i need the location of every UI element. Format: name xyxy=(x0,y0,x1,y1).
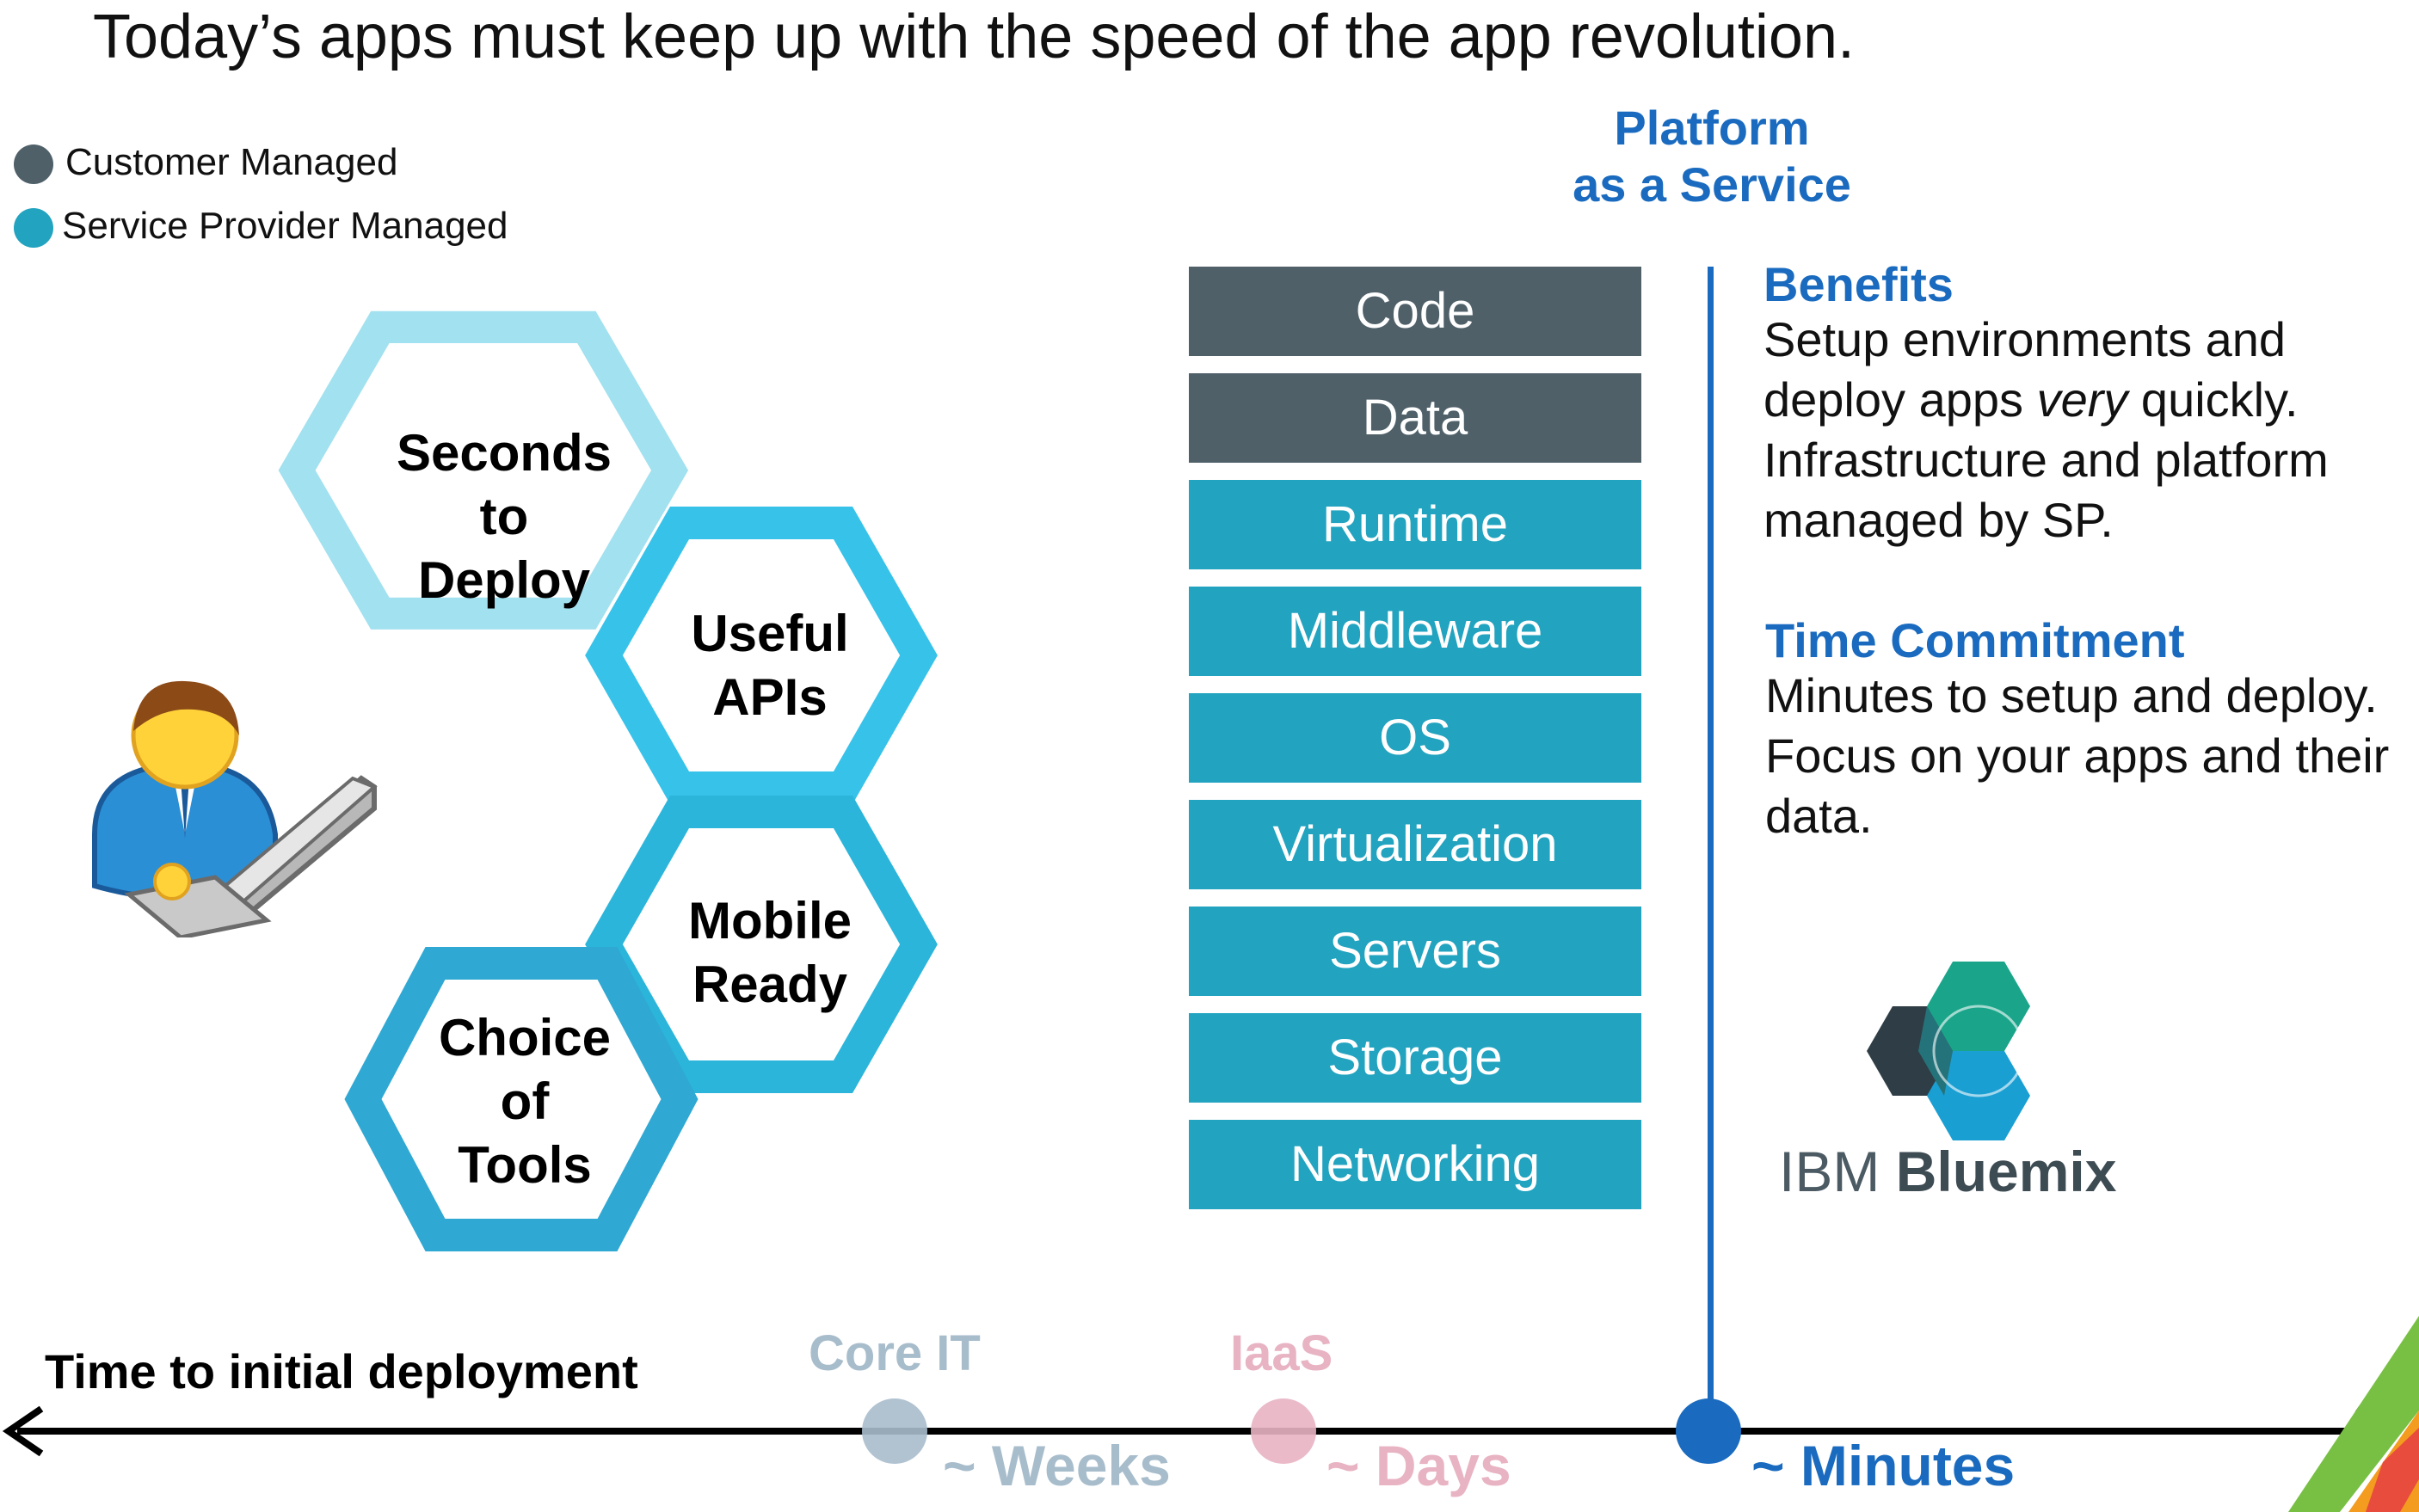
hexagon-mobile-ready xyxy=(585,796,938,1093)
hexagon-seconds-to-deploy xyxy=(278,310,689,630)
benefits-emphasis: very xyxy=(2036,372,2128,427)
hex-label-useful-apis: Useful APIs xyxy=(632,602,908,729)
paas-title-line: Platform xyxy=(1614,101,1810,155)
hex-text-line: Deploy xyxy=(417,551,591,609)
hex-text-line: Ready xyxy=(692,956,848,1013)
marker-iaas-dot xyxy=(1251,1398,1316,1464)
marker-minutes-label: ~ Minutes xyxy=(1751,1434,2016,1497)
hexagon-choice-of-tools xyxy=(344,947,699,1251)
marker-iaas-label: IaaS xyxy=(1230,1325,1333,1381)
legend-customer-label: Customer Managed xyxy=(65,141,398,183)
stack-box-code: Code xyxy=(1189,267,1641,356)
benefits-text-part: deploy apps xyxy=(1763,372,2037,427)
marker-core-it-dot xyxy=(862,1398,927,1464)
hexagon-cluster xyxy=(278,310,938,1251)
hex-label-choice-of-tools: Choice of Tools xyxy=(387,1006,662,1197)
time-commitment-heading: Time Commitment xyxy=(1765,613,2185,667)
hex-label-seconds-to-deploy: Seconds to Deploy xyxy=(366,421,642,612)
customer-managed-dot xyxy=(14,144,53,184)
stack-box-networking: Networking xyxy=(1189,1120,1641,1209)
timeline-axis xyxy=(2,1405,2397,1457)
benefits-line: deploy apps very quickly. xyxy=(1763,370,2400,430)
stack-box-runtime: Runtime xyxy=(1189,480,1641,569)
marker-days-label: ~ Days xyxy=(1326,1434,1511,1497)
paas-title: Platform as a Service xyxy=(1514,100,1910,213)
hex-text-line: Choice xyxy=(438,1009,612,1066)
hex-text-line: APIs xyxy=(712,668,828,726)
stack-box-servers: Servers xyxy=(1189,907,1641,996)
hex-label-mobile-ready: Mobile Ready xyxy=(632,889,908,1017)
timeline-label: Time to initial deployment xyxy=(45,1344,638,1398)
hex-text-line: Tools xyxy=(458,1136,592,1194)
page-title: Today’s apps must keep up with the speed… xyxy=(93,3,1855,71)
stack-box-data: Data xyxy=(1189,373,1641,463)
benefits-line: managed by SP. xyxy=(1763,493,2114,547)
paas-divider-line xyxy=(1708,267,1714,1436)
stack-box-storage: Storage xyxy=(1189,1013,1641,1103)
marker-weeks-label: ~ Weeks xyxy=(943,1434,1171,1497)
ibm-wordmark: IBM xyxy=(1779,1140,1896,1203)
corner-decoration xyxy=(2288,1316,2419,1512)
hexagon-useful-apis xyxy=(585,507,938,804)
legend-provider-label: Service Provider Managed xyxy=(62,205,508,247)
benefits-heading: Benefits xyxy=(1763,257,1954,311)
hex-text-line: Seconds xyxy=(396,424,612,482)
benefits-line: Infrastructure and platform xyxy=(1763,433,2329,487)
paas-title-line: as a Service xyxy=(1573,157,1851,212)
hex-text-line: of xyxy=(500,1073,550,1130)
marker-core-it-label: Core IT xyxy=(809,1325,981,1381)
marker-paas-dot xyxy=(1676,1398,1741,1464)
hex-text-line: to xyxy=(479,488,529,545)
benefits-line: Setup environments and xyxy=(1763,312,2287,366)
developer-laptop-icon xyxy=(92,680,378,937)
time-commitment-line: data. xyxy=(1765,789,1873,843)
time-commitment-text: Minutes to setup and deploy. Focus on yo… xyxy=(1765,666,2402,846)
benefits-text: Setup environments and deploy apps very … xyxy=(1763,310,2400,550)
bluemix-logo-text: IBM Bluemix xyxy=(1779,1139,2116,1204)
hex-text-line: Mobile xyxy=(688,892,852,950)
stack-box-os: OS xyxy=(1189,693,1641,783)
time-commitment-line: Minutes to setup and deploy. xyxy=(1765,668,2378,722)
hex-text-line: Useful xyxy=(691,605,849,662)
benefits-text-part: quickly. xyxy=(2127,372,2299,427)
stack-box-virtualization: Virtualization xyxy=(1189,800,1641,889)
axis-left-arrowhead xyxy=(2,1405,44,1457)
bluemix-logo-icon xyxy=(1867,962,2030,1140)
bluemix-wordmark: Bluemix xyxy=(1895,1140,2117,1203)
stack-box-middleware: Middleware xyxy=(1189,587,1641,676)
provider-managed-dot xyxy=(14,208,53,248)
time-commitment-line: Focus on your apps and their xyxy=(1765,728,2390,783)
